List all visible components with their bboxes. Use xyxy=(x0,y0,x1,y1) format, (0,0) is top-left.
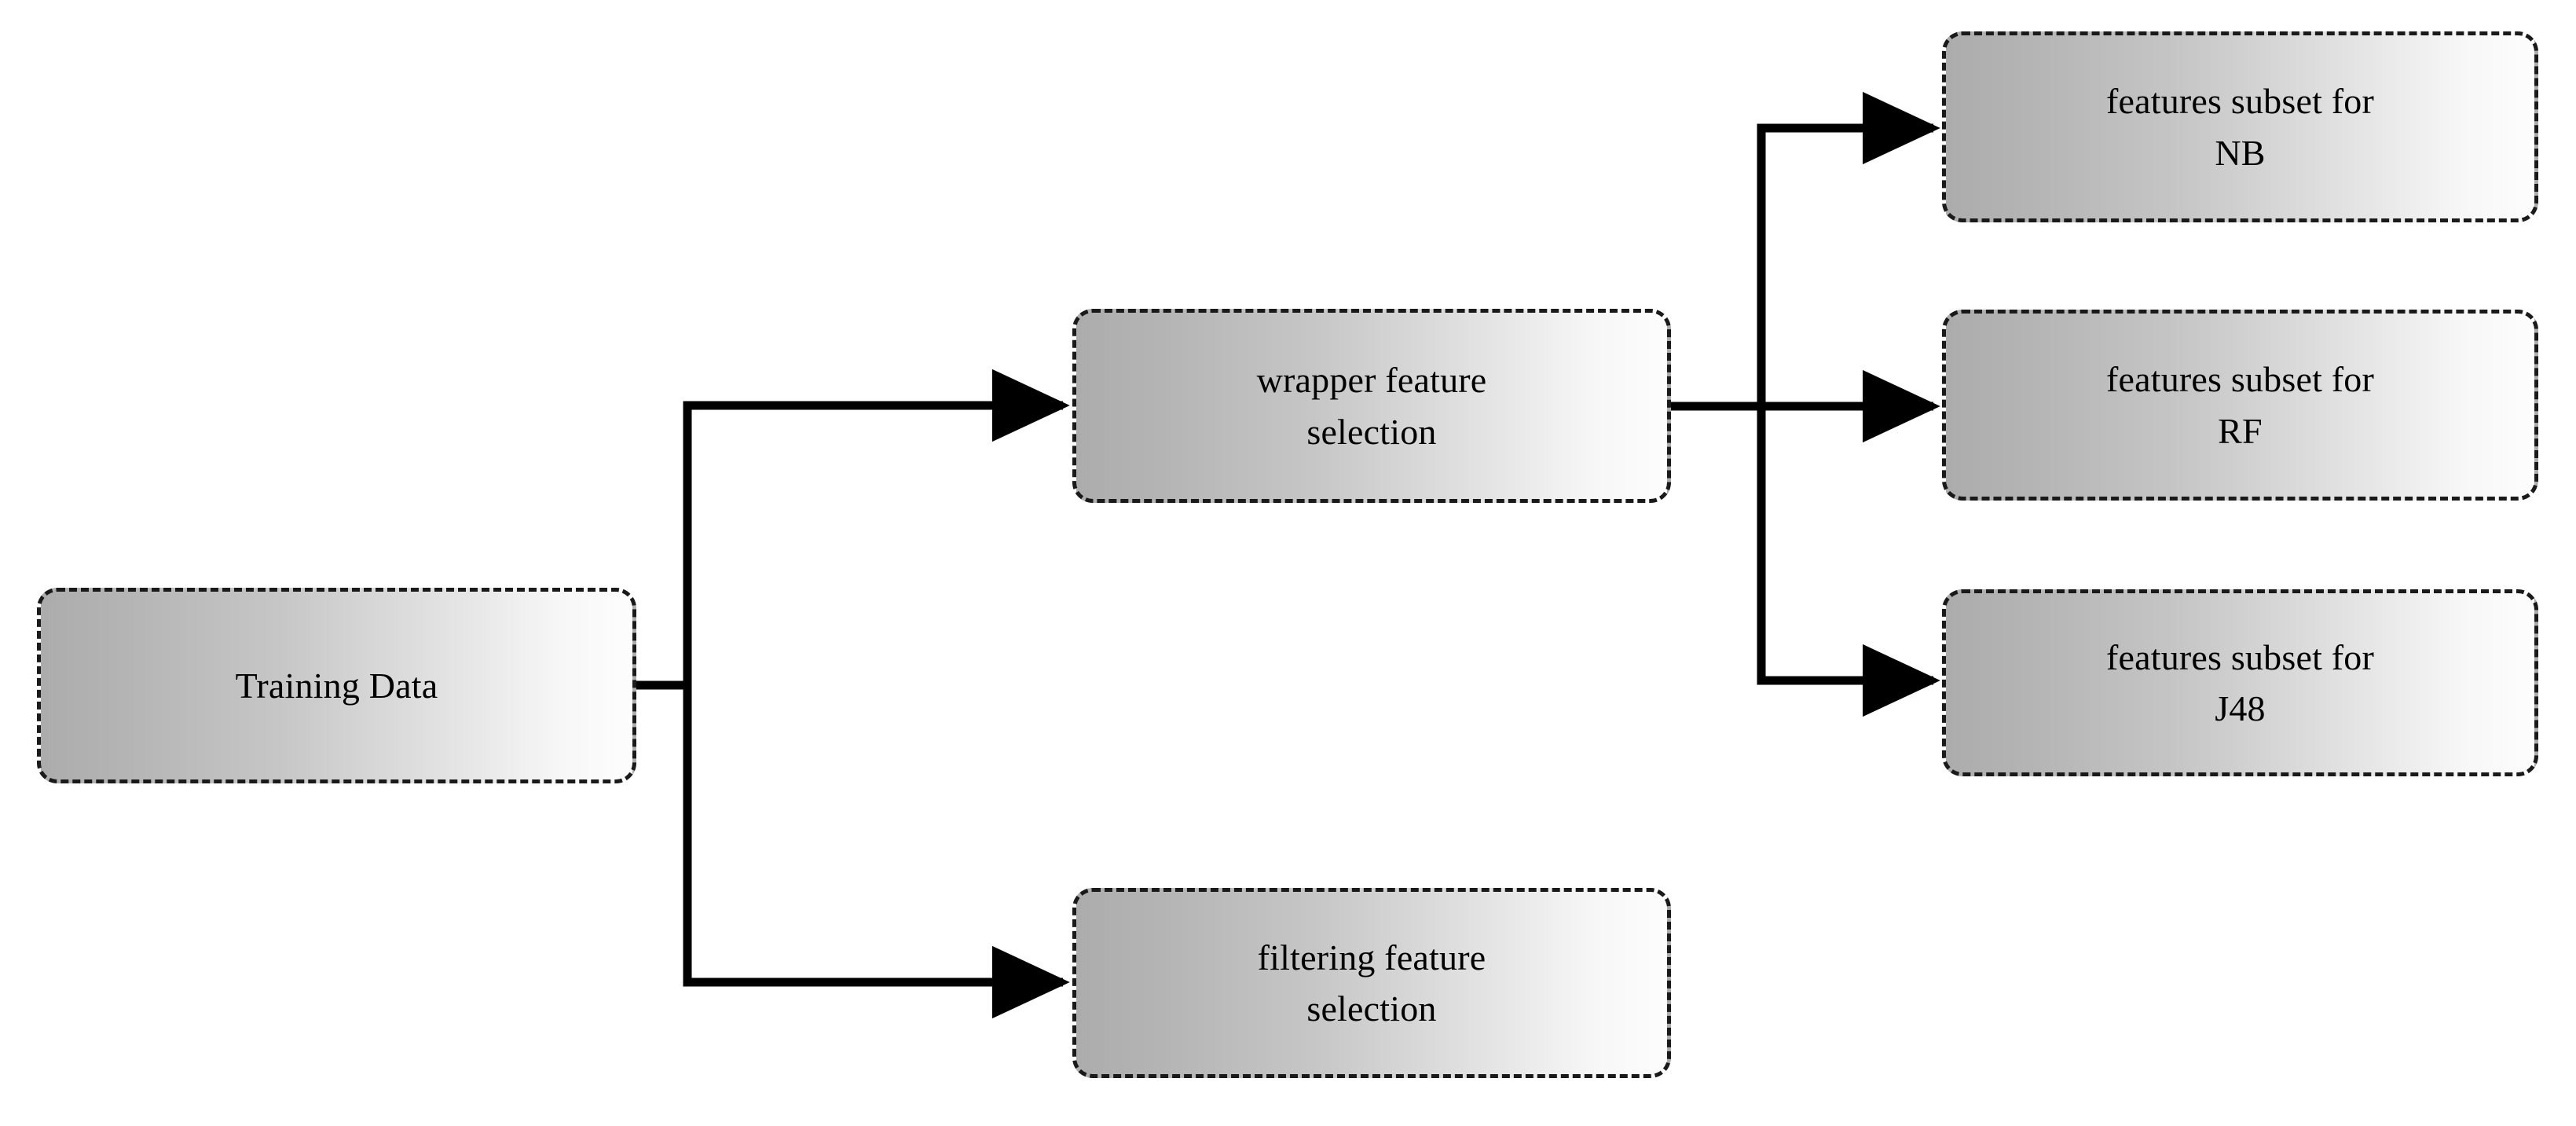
edge-wrapper-to-j48 xyxy=(1757,406,1940,717)
node-features-subset-nb-label: features subset for NB xyxy=(2105,81,2374,173)
node-features-subset-nb[interactable]: features subset for NB xyxy=(1942,31,2538,222)
node-training-data-label: Training Data xyxy=(235,665,438,706)
node-filtering-feature-selection[interactable]: filtering feature selection xyxy=(1072,888,1671,1078)
node-features-subset-rf-label: features subset for RF xyxy=(2105,359,2374,451)
edge-training-to-wrapper xyxy=(636,369,1070,690)
node-filtering-feature-selection-label: filtering feature selection xyxy=(1257,937,1486,1029)
edge-wrapper-to-nb xyxy=(1757,91,1940,406)
node-features-subset-j48-label: features subset for J48 xyxy=(2105,636,2374,728)
node-training-data[interactable]: Training Data xyxy=(37,588,636,783)
node-features-subset-rf[interactable]: features subset for RF xyxy=(1942,310,2538,501)
node-wrapper-feature-selection-label: wrapper feature selection xyxy=(1256,360,1487,452)
node-features-subset-j48[interactable]: features subset for J48 xyxy=(1942,589,2538,776)
node-wrapper-feature-selection[interactable]: wrapper feature selection xyxy=(1072,309,1671,503)
edge-training-to-filtering xyxy=(683,685,1070,1019)
